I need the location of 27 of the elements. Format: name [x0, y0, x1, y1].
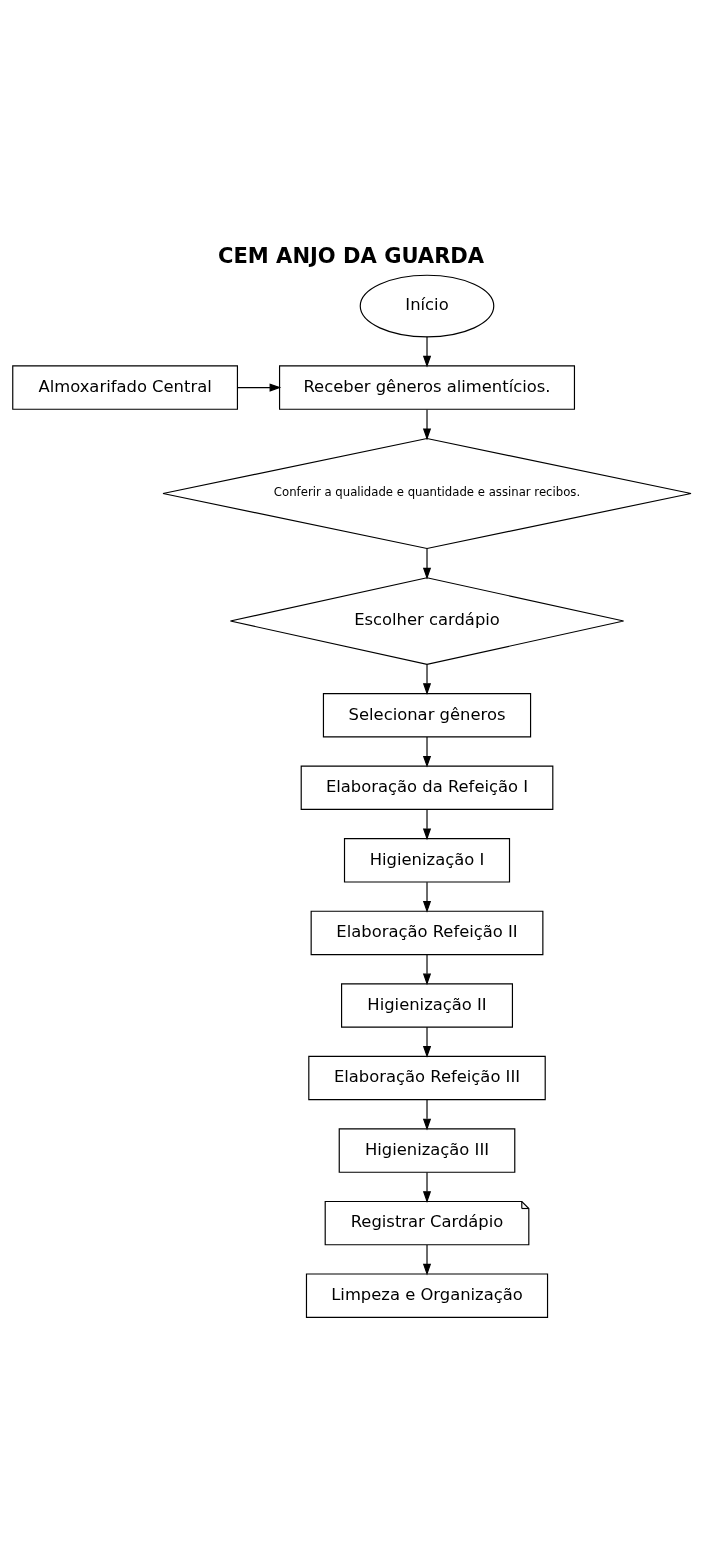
node-box: Higienização I — [343, 838, 511, 883]
node-box: Almoxarifado Central — [12, 365, 239, 410]
arrow — [422, 548, 432, 580]
arrow — [422, 409, 432, 441]
arrow — [422, 881, 432, 913]
arrow — [237, 383, 282, 392]
node-box: Limpeza e Organização — [305, 1273, 549, 1318]
node-box: Elaboração Refeição II — [310, 910, 544, 956]
diagram-title: CEM ANJO DA GUARDA — [218, 243, 485, 269]
node-box: Higienização II — [341, 983, 514, 1028]
node-diamond: Conferir a qualidade e quantidade e assinar recibos. — [162, 437, 692, 550]
node-diamond: Escolher cardápio — [229, 577, 625, 665]
arrow — [422, 954, 432, 986]
node-box: Elaboração Refeição III — [308, 1055, 546, 1101]
arrow — [422, 809, 432, 841]
node-box: Higienização III — [338, 1128, 516, 1173]
node-box: Receber gêneros alimentícios. — [278, 365, 576, 410]
arrow — [422, 1099, 432, 1131]
node-box: Selecionar gêneros — [322, 693, 532, 738]
arrow — [422, 1026, 432, 1058]
arrow — [422, 736, 432, 768]
arrow — [422, 336, 432, 368]
arrow — [422, 663, 432, 695]
node-ellipse: Início — [359, 274, 495, 338]
arrow — [422, 1171, 432, 1203]
node-box: Elaboração da Refeição I — [300, 765, 554, 811]
arrow — [422, 1244, 432, 1276]
